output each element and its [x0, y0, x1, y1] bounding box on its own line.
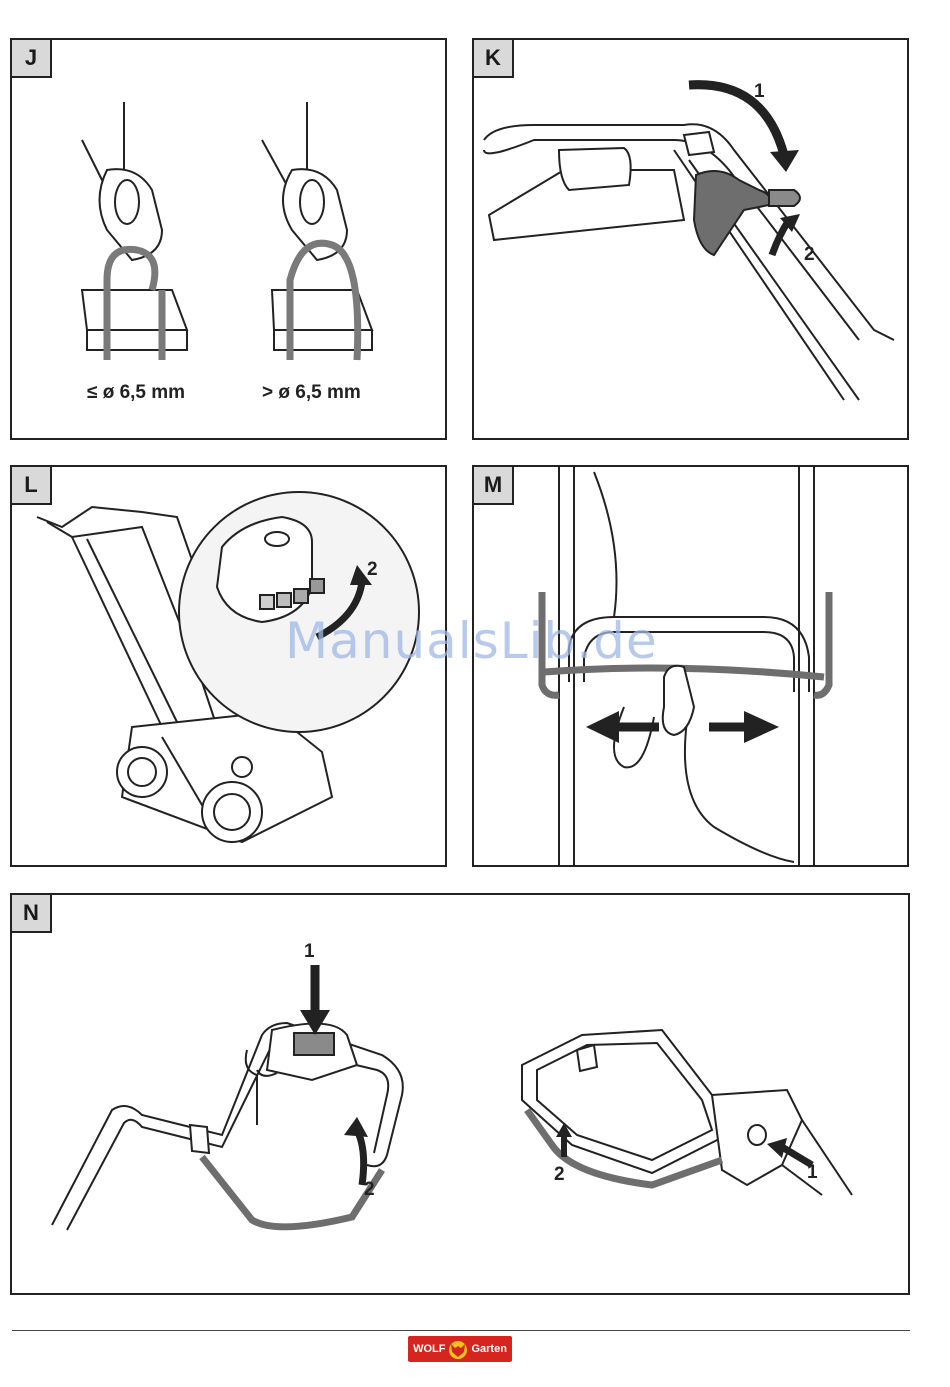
strain-relief-hook	[663, 666, 694, 735]
panel-k-illustration: 1 2	[474, 40, 909, 440]
caption-small-diameter: ≤ ø 6,5 mm	[87, 382, 185, 403]
switch-housing	[559, 148, 631, 190]
front-wheel	[202, 782, 262, 842]
caption-large-diameter: > ø 6,5 mm	[262, 382, 361, 403]
panel-k-tag: K	[474, 40, 514, 78]
right-callout-2: 2	[554, 1164, 565, 1185]
brand-logo: WOLF Garten	[408, 1336, 512, 1362]
logo-text-right: Garten	[471, 1343, 506, 1355]
left-callout-1: 1	[304, 941, 315, 962]
callout-2: 2	[367, 559, 378, 580]
panel-k: K 1 2	[472, 38, 909, 440]
callout-1: 1	[754, 81, 765, 102]
left-callout-2: 2	[364, 1179, 375, 1200]
right-callout-1: 1	[807, 1162, 818, 1183]
panel-l-tag: L	[12, 467, 52, 505]
callout-2: 2	[804, 244, 815, 265]
panel-j: J ≤ ø 6,5 mm > ø 6,5 mm	[10, 38, 447, 440]
footer-divider	[12, 1330, 910, 1331]
rear-wheel	[117, 747, 167, 797]
panel-n: N 1 2 1 2	[10, 893, 910, 1295]
panel-j-tag: J	[12, 40, 52, 78]
panel-n-illustration: 1 2 1 2	[12, 895, 910, 1295]
panel-j-illustration: ≤ ø 6,5 mm > ø 6,5 mm	[12, 40, 447, 440]
panel-m-tag: M	[474, 467, 514, 505]
left-arrow-2	[357, 1130, 364, 1185]
logo-text-left: WOLF	[413, 1343, 445, 1355]
watermark: ManualsLib.de	[285, 612, 658, 670]
lever	[694, 171, 770, 255]
fox-icon	[447, 1339, 469, 1359]
panel-n-tag: N	[12, 895, 52, 933]
handlebar	[484, 124, 894, 340]
